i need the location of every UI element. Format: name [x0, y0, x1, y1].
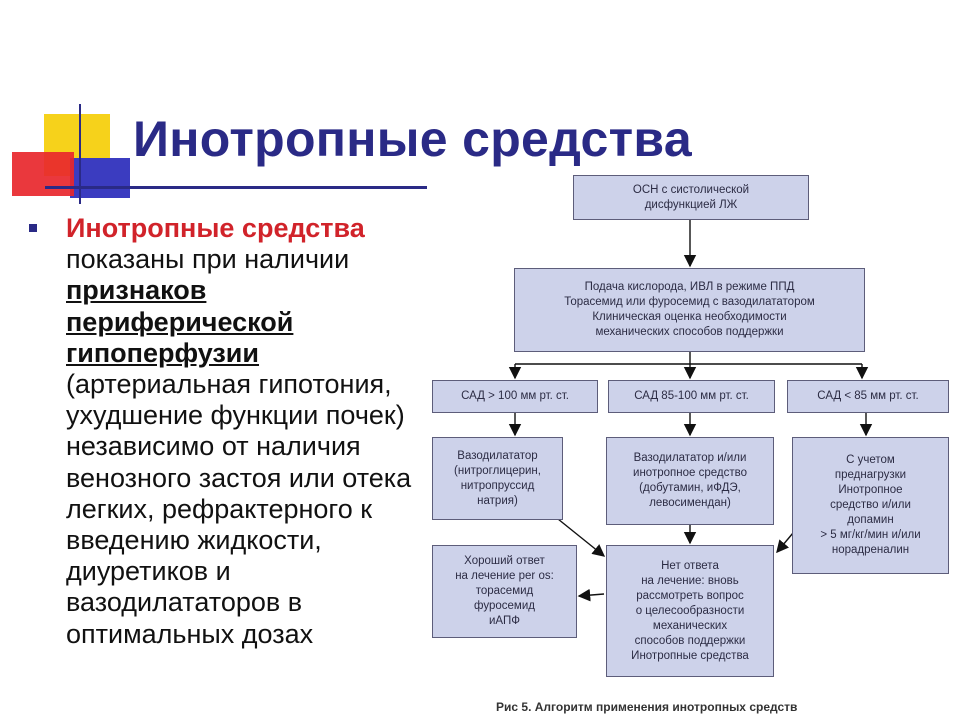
flow-box-sad-high: САД > 100 мм рт. ст.: [432, 380, 598, 413]
arrow-left-to-no-response: [557, 518, 606, 557]
arrow-right-to-no-response: [776, 532, 794, 554]
flow-box-vasodilator: Вазодилататор (нитроглицерин, нитропрусс…: [432, 437, 563, 520]
bullet-icon: [29, 224, 37, 232]
bullet-lead: Инотропные средства: [66, 213, 365, 243]
deco-vertical-line: [79, 104, 81, 204]
figure-caption: Рис 5. Алгоритм применения инотропных ср…: [496, 700, 798, 714]
bullet-text-part-2: (артериальная гипотония, ухудшение функц…: [66, 369, 412, 649]
flow-box-initial-treatment: Подача кислорода, ИВЛ в режиме ППД Торас…: [514, 268, 865, 352]
flow-box-initial: ОСН с систолической дисфункцией ЛЖ: [573, 175, 809, 220]
flow-box-sad-low: САД < 85 мм рт. ст.: [787, 380, 949, 413]
flow-box-sad-mid: САД 85-100 мм рт. ст.: [608, 380, 775, 413]
bullet-emphasis: признаков периферической гипоперфузии: [66, 275, 294, 368]
bullet-text: Инотропные средства показаны при наличии…: [66, 213, 426, 650]
flow-box-good-response: Хороший ответ на лечение per os: торасем…: [432, 545, 577, 638]
flow-box-inotrope-dopamine: С учетом преднагрузки Инотропное средств…: [792, 437, 949, 574]
flow-box-vasodilator-inotrope: Вазодилататор и/или инотропное средство …: [606, 437, 774, 525]
title-underline: [45, 186, 427, 189]
flow-box-no-response: Нет ответа на лечение: вновь рассмотреть…: [606, 545, 774, 677]
bullet-text-part-1: показаны при наличии: [66, 244, 350, 275]
slide-title: Инотропные средства: [133, 111, 692, 167]
arrow-no-response-to-good: [577, 588, 605, 602]
